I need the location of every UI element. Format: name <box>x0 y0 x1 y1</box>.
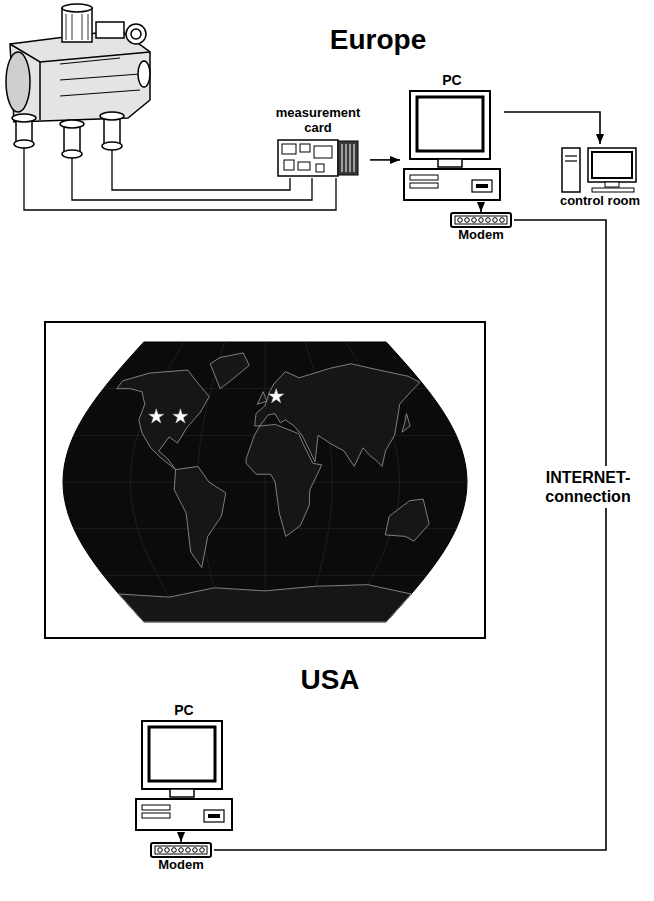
continent-outline <box>210 353 249 389</box>
device-node: Modem <box>448 212 514 243</box>
device-node: Modem <box>148 842 214 873</box>
site-marker <box>269 389 284 403</box>
device-label: PC <box>442 72 461 88</box>
sensor-wire <box>72 158 312 200</box>
signal-connector <box>370 159 400 161</box>
signal-connector <box>180 832 182 842</box>
signal-connector <box>504 112 600 144</box>
continent-outline <box>174 466 226 567</box>
device-label: Modem <box>458 228 504 243</box>
continent-outline <box>246 424 322 536</box>
continent-outline <box>385 499 429 541</box>
site-marker <box>149 409 164 423</box>
device-label: measurement card <box>266 106 370 136</box>
map-ocean <box>63 342 467 622</box>
machine-illustration <box>6 4 150 158</box>
computer-icon <box>402 90 502 202</box>
sensor-wire <box>112 150 290 190</box>
continent-outline <box>257 392 267 404</box>
site-marker <box>173 409 188 423</box>
continent-outline <box>119 585 411 622</box>
device-node: PC <box>400 72 504 202</box>
computer-icon <box>134 720 234 832</box>
world-map <box>45 322 485 638</box>
device-node: PC <box>132 702 236 832</box>
modem-icon <box>450 212 512 228</box>
measurement-card-icon <box>276 138 360 178</box>
map-frame <box>45 322 485 638</box>
device-node: measurement card <box>266 106 370 178</box>
continent-outline <box>117 370 209 470</box>
device-label: Modem <box>158 858 204 873</box>
device-label: PC <box>174 702 193 718</box>
region-label: USA <box>300 664 359 696</box>
connection-label: INTERNET- connection <box>534 466 642 508</box>
signal-connector <box>214 220 606 850</box>
device-label: control room <box>560 194 640 209</box>
device-node: control room <box>552 144 648 209</box>
signal-connector <box>480 202 482 212</box>
modem-icon <box>150 842 212 858</box>
control-room-icon <box>560 144 640 194</box>
map-graticule <box>265 342 266 622</box>
region-label: Europe <box>330 24 426 56</box>
continent-outline <box>402 414 410 433</box>
